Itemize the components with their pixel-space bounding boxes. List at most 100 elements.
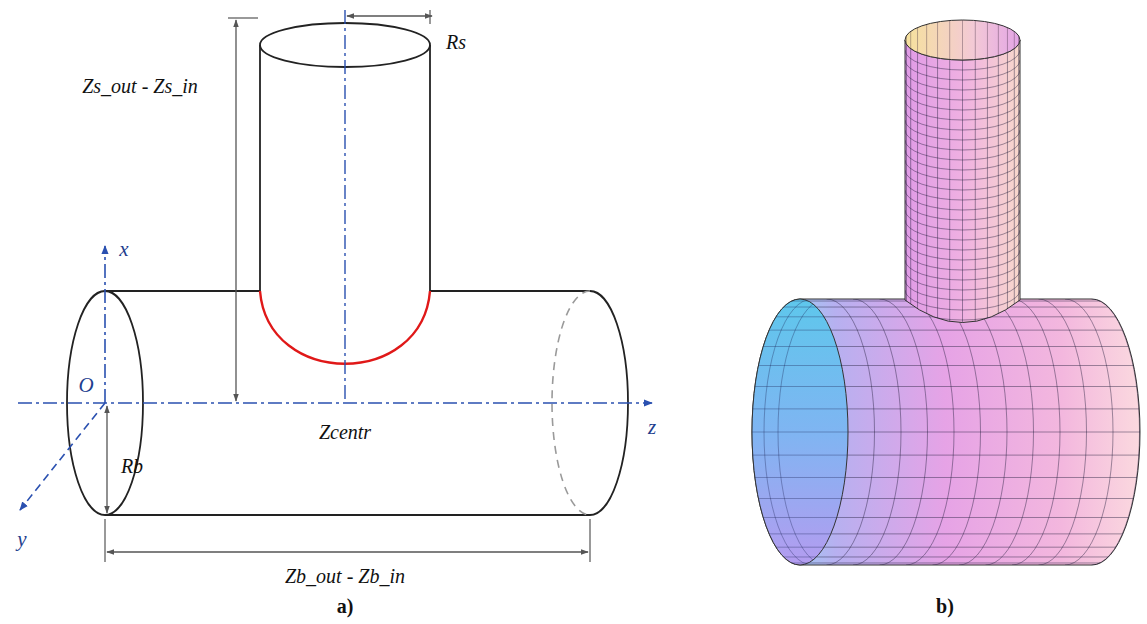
x-axis	[104, 246, 106, 403]
z-axis	[18, 402, 652, 404]
grid-line	[926, 18, 927, 62]
grid-line	[748, 477, 852, 478]
main-pipe-outline	[105, 514, 590, 516]
panel-label: b)	[936, 595, 954, 617]
grid-line	[905, 330, 1020, 350]
grid-line	[905, 100, 1020, 120]
grid-line	[905, 130, 1020, 150]
grid-line	[848, 432, 1140, 433]
height-dimension	[235, 20, 236, 401]
grid-line	[845, 386, 1137, 387]
grid-line	[845, 477, 1137, 478]
grid-line	[748, 556, 852, 557]
main-pipe-outline	[430, 290, 590, 292]
grid-line	[1018, 44, 1019, 350]
grid-line	[847, 408, 1139, 409]
grid-line	[831, 533, 1123, 534]
grid-line	[905, 90, 1020, 110]
grid-line	[748, 408, 852, 409]
grid-line	[905, 260, 1020, 280]
grid-line	[905, 120, 1020, 140]
grid-line	[816, 556, 1108, 557]
grid-line	[905, 340, 1020, 360]
axis-label: x	[119, 238, 128, 261]
axis-label: y	[17, 528, 26, 551]
grid-line	[905, 80, 1020, 100]
grid-line	[905, 140, 1020, 160]
grid-line	[905, 160, 1020, 180]
grid-line	[905, 190, 1020, 210]
grid-line	[748, 307, 852, 308]
grid-line	[837, 517, 1129, 518]
grid-line	[910, 18, 911, 62]
grid-line	[1007, 18, 1008, 62]
position-label: Zcentr	[319, 421, 371, 443]
grid-line	[987, 18, 988, 62]
grid-line	[905, 290, 1020, 310]
grid-line	[937, 58, 938, 350]
grid-line	[837, 346, 1129, 347]
surface-grid	[905, 44, 1020, 360]
grid-line	[764, 299, 812, 565]
extension-line	[429, 10, 430, 24]
grid-line	[906, 44, 907, 350]
grid-line	[748, 386, 852, 387]
grid-line	[808, 562, 1100, 563]
grid-line	[949, 59, 950, 350]
grid-line	[842, 498, 1134, 499]
grid-line	[905, 240, 1020, 260]
grid-line	[1014, 18, 1015, 62]
grid-line	[842, 365, 1134, 366]
grid-line	[748, 330, 852, 331]
grid-line	[905, 250, 1020, 270]
grid-line	[917, 18, 918, 62]
grid-line	[962, 18, 963, 62]
grid-line	[975, 59, 976, 350]
grid-line	[975, 18, 976, 62]
y-axis	[20, 403, 105, 510]
radius-dimension	[347, 15, 432, 16]
grid-line	[748, 562, 852, 563]
radius-label: Rs	[446, 31, 466, 53]
schematic-panel	[18, 10, 652, 562]
surface-grid	[748, 299, 852, 565]
dimension-label: Zb_out - Zb_in	[285, 565, 405, 587]
grid-line	[748, 498, 852, 499]
grid-line	[778, 299, 826, 565]
grid-line	[905, 170, 1020, 190]
main-pipe-outline	[105, 290, 260, 292]
grid-line	[937, 18, 938, 62]
surface-grid	[808, 299, 1140, 565]
grid-line	[748, 346, 852, 347]
grid-line	[748, 301, 852, 302]
grid-line	[905, 230, 1020, 250]
grid-line	[905, 220, 1020, 240]
grid-line	[905, 310, 1020, 330]
grid-line	[905, 110, 1020, 130]
grid-line	[1018, 18, 1019, 62]
grid-line	[962, 60, 963, 350]
intersection-curve	[260, 291, 430, 364]
origin-label: O	[78, 374, 93, 397]
grid-line	[905, 70, 1020, 90]
grid-line	[987, 58, 988, 350]
grid-line	[905, 60, 1020, 80]
grid-line	[905, 150, 1020, 170]
mesh-panel	[748, 18, 1140, 565]
grid-line	[748, 517, 852, 518]
grid-line	[905, 210, 1020, 230]
grid-line	[917, 52, 918, 350]
grid-line	[905, 320, 1020, 340]
branch-axis	[344, 10, 345, 403]
radius-label: Rb	[121, 455, 143, 477]
axis-label: z	[648, 416, 656, 439]
extension-line	[228, 17, 258, 18]
radius-dimension	[106, 406, 107, 513]
panel-label: a)	[337, 595, 354, 617]
grid-line	[831, 330, 1123, 331]
grid-line	[824, 547, 1116, 548]
grid-line	[905, 300, 1020, 320]
dimension-label: Zs_out - Zs_in	[82, 75, 198, 97]
grid-line	[748, 533, 852, 534]
